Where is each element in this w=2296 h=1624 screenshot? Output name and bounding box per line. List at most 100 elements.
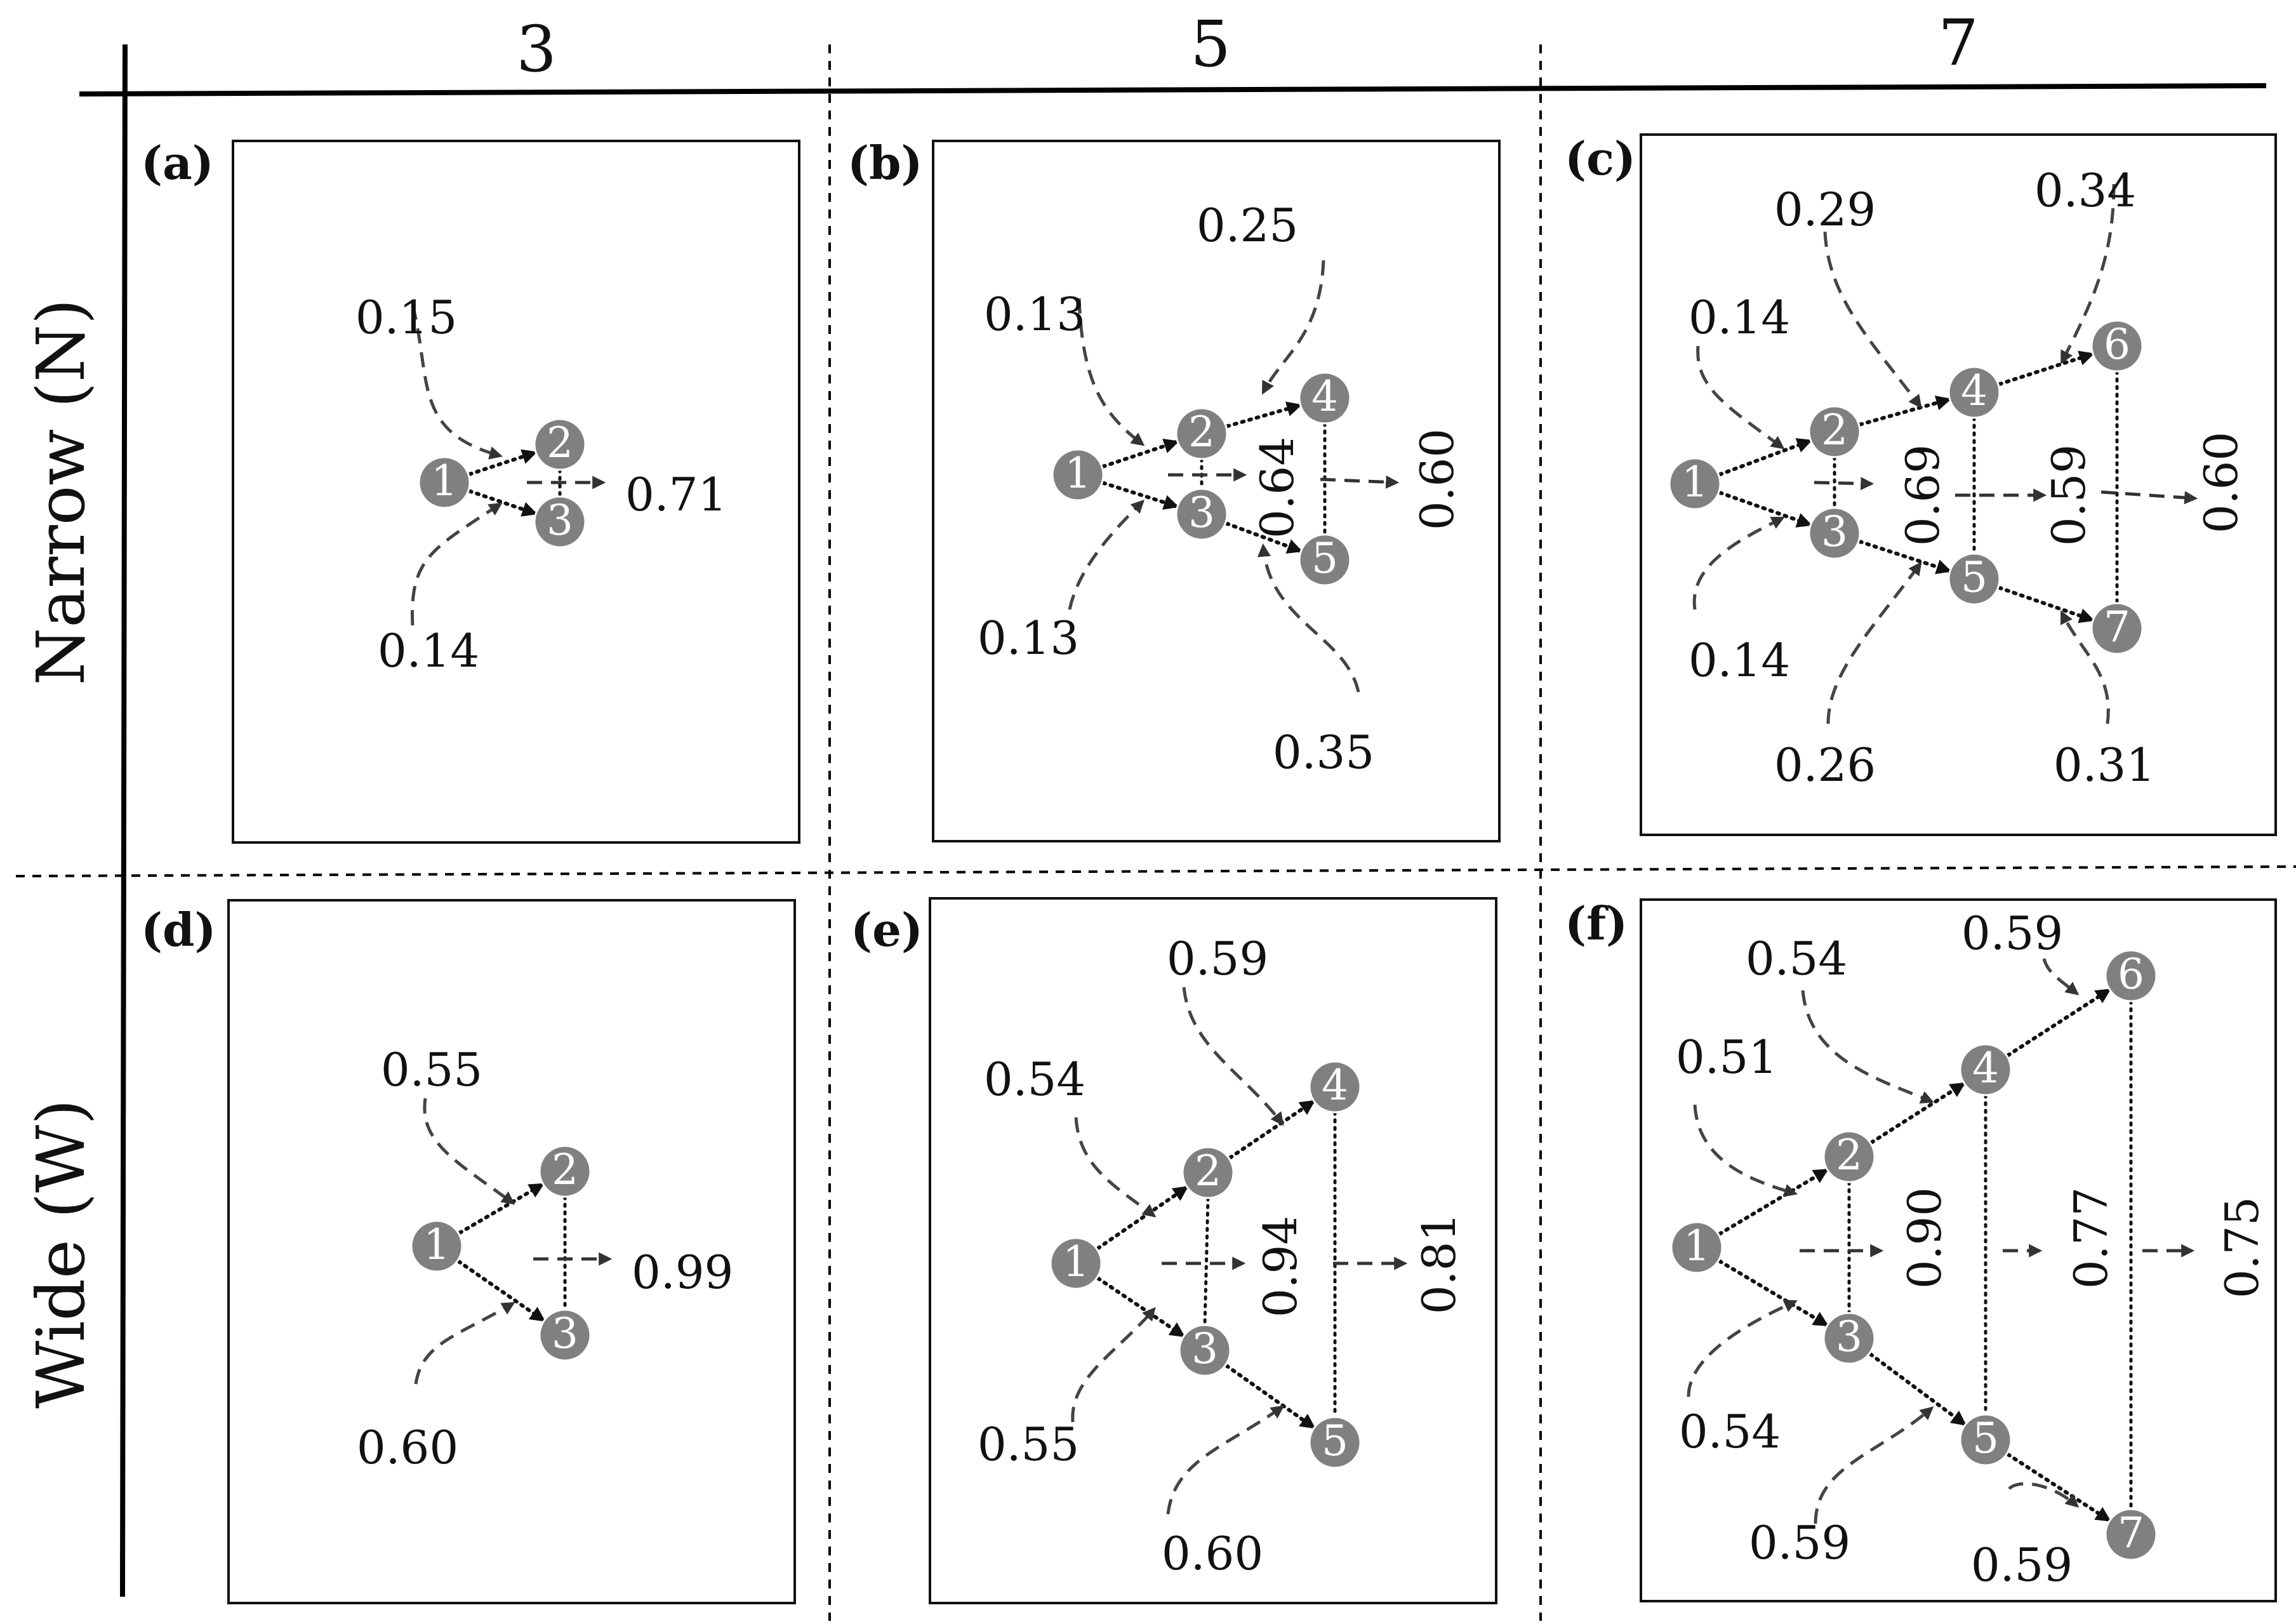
panel-c-inflow-label-4: 0.29 — [1774, 183, 1876, 236]
panel-f-node-7 — [2104, 1508, 2158, 1561]
panel-a-edge-1-3 — [467, 489, 538, 517]
panel-c-outflow-label-1: 0.69 — [1896, 444, 1949, 546]
panel-e-node-label-4: 4 — [1322, 1061, 1348, 1110]
panel-f-node-label-1: 1 — [1683, 1221, 1710, 1270]
panel-c-node-label-3: 3 — [1821, 507, 1848, 556]
panel-c-inflow-arrow-7 — [2060, 610, 2110, 724]
panel-f-inflow-arrow-3 — [1687, 1300, 1798, 1397]
panel-d-inflow-arrow-2 — [423, 1098, 515, 1205]
panel-f-inflow-arrow-7 — [2008, 1482, 2080, 1508]
panel-b-node-5 — [1298, 533, 1351, 587]
panel-e-inflow-label-2: 0.54 — [984, 1053, 1085, 1106]
panel-c-inflow-label-2: 0.14 — [1689, 291, 1790, 344]
panel-e-edge-1-3 — [1096, 1276, 1186, 1338]
panel-a-label: (a) — [141, 136, 214, 190]
panel-b-inflow-arrow-3 — [1068, 500, 1145, 610]
panel-c-label: (c) — [1565, 131, 1636, 185]
panel-b-outflow-label-2: 0.60 — [1410, 429, 1464, 530]
panel-e-edge-3-5 — [1224, 1364, 1316, 1429]
panel-f-frame — [1640, 898, 2277, 1602]
panel-f-inflow-arrow-4 — [1801, 990, 1934, 1104]
panel-c-inflow-label-7: 0.31 — [2054, 738, 2155, 792]
panel-e-node-label-2: 2 — [1195, 1147, 1221, 1195]
panel-d-edge-1-3 — [456, 1259, 546, 1322]
panel-e-frame — [929, 897, 1497, 1604]
panel-c-edge-1-2 — [1718, 438, 1813, 477]
panel-c-inflow-label-5: 0.26 — [1774, 738, 1876, 792]
panel-c-edge-3-5 — [1857, 540, 1952, 575]
panel-a-node-3 — [533, 495, 587, 549]
panel-f-node-label-4: 4 — [1972, 1044, 1999, 1093]
panel-b-edge-3-5 — [1224, 521, 1303, 554]
panel-f-outflow-label-3: 0.75 — [2215, 1197, 2269, 1298]
panel-f-inflow-label-3: 0.54 — [1679, 1405, 1781, 1458]
panel-e-node-4 — [1308, 1060, 1362, 1114]
panel-c-edge-4-6 — [1997, 350, 2095, 387]
panel-d-node-2 — [538, 1145, 592, 1198]
panel-f-node-5 — [1959, 1413, 2012, 1467]
panel-f-outflow-label-2: 0.77 — [2064, 1187, 2118, 1289]
panel-f-edge-5-7 — [2006, 1452, 2111, 1522]
panel-e-edge-1-2 — [1096, 1185, 1189, 1251]
panel-c-node-label-1: 1 — [1682, 458, 1708, 507]
panel-f-edge-1-2 — [1718, 1168, 1829, 1236]
left-axis-line — [120, 44, 128, 1597]
row-label-narrow: Narrow (N) — [22, 298, 100, 685]
column-header-5: 5 — [1190, 7, 1231, 81]
panel-b-node-label-4: 4 — [1311, 372, 1338, 421]
panel-c-edge-1-3 — [1718, 491, 1812, 528]
panel-c-node-label-6: 6 — [2104, 320, 2130, 369]
panel-e-outflow-label-2: 0.81 — [1412, 1213, 1466, 1314]
panel-f-outflow-label-1: 0.90 — [1898, 1187, 1951, 1289]
panel-c-outflow-arrow-3 — [2100, 490, 2198, 505]
panel-a-inflow-arrow-2 — [411, 304, 503, 460]
panel-b-label: (b) — [847, 136, 922, 190]
panel-c-outflow-arrow-1 — [1814, 477, 1875, 491]
panel-c-inflow-arrow-4 — [1823, 231, 1922, 409]
panel-c-node-6 — [2090, 319, 2144, 373]
panel-c-node-label-5: 5 — [1961, 553, 1987, 602]
panel-b-node-3 — [1175, 488, 1228, 541]
panel-f-inflow-arrow-5 — [1814, 1406, 1934, 1524]
panel-b-inflow-label-5: 0.35 — [1273, 726, 1374, 779]
panel-b-edge-1-3 — [1101, 481, 1179, 510]
panel-c-outflow-label-3: 0.60 — [2194, 432, 2248, 533]
panel-c-node-4 — [1948, 366, 2001, 419]
panel-b-node-label-2: 2 — [1188, 408, 1215, 456]
panel-b-outflow-arrow-2 — [1320, 475, 1400, 489]
panel-e-label: (e) — [851, 903, 923, 957]
panel-f-edge-1-3 — [1718, 1259, 1829, 1327]
panel-b-edge-2-4 — [1225, 401, 1303, 429]
panel-a-node-label-3: 3 — [547, 496, 573, 545]
panel-b-node-label-3: 3 — [1188, 488, 1215, 537]
panel-d-node-label-3: 3 — [552, 1309, 578, 1358]
column-header-3: 3 — [516, 12, 557, 86]
column-header-7: 7 — [1938, 6, 1979, 80]
panel-e-node-2 — [1181, 1146, 1235, 1199]
panel-c-node-label-4: 4 — [1961, 366, 1987, 415]
panel-e-rung-2-3 — [1203, 1196, 1210, 1327]
panel-b-inflow-arrow-4 — [1261, 260, 1325, 395]
panel-a-outflow-label-1: 0.71 — [625, 468, 727, 521]
panel-b-inflow-arrow-5 — [1257, 543, 1360, 693]
panel-e-inflow-arrow-2 — [1074, 1117, 1157, 1218]
panel-f-inflow-arrow-2 — [1693, 1104, 1798, 1197]
panel-e-inflow-arrow-5 — [1166, 1405, 1285, 1515]
panel-b-inflow-arrow-2 — [1077, 298, 1145, 446]
panel-d-node-1 — [410, 1220, 463, 1273]
panel-b-edge-1-2 — [1101, 438, 1179, 469]
panel-f-node-4 — [1959, 1043, 2012, 1096]
panel-c-node-7 — [2090, 602, 2144, 655]
panel-a-node-label-2: 2 — [547, 418, 573, 467]
row-separator — [15, 865, 2296, 877]
panel-e-node-1 — [1049, 1237, 1103, 1290]
panel-f-node-label-2: 2 — [1836, 1131, 1862, 1180]
panel-a-node-1 — [418, 456, 471, 509]
panel-c-node-label-7: 7 — [2104, 602, 2130, 651]
panel-d-node-3 — [538, 1308, 592, 1362]
panel-e-inflow-label-3: 0.55 — [978, 1418, 1079, 1471]
panel-c-edge-5-7 — [1997, 585, 2095, 623]
panel-f-inflow-label-7: 0.59 — [1971, 1538, 2073, 1592]
